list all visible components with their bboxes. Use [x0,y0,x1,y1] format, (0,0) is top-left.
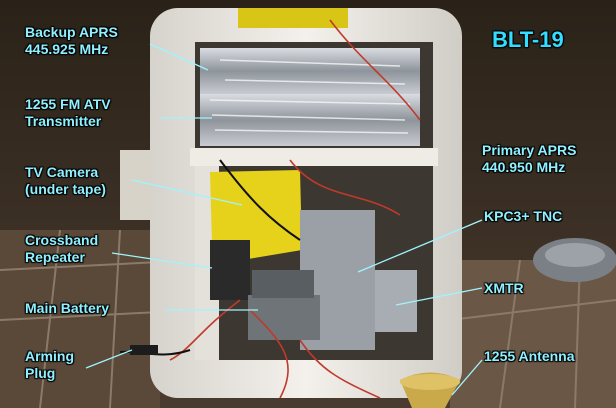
label-kpc3-tnc: KPC3+ TNC [484,208,563,224]
label-crossband-repeater: Crossband Repeater [25,232,99,265]
foam-shelf [190,148,438,166]
crossband-repeater-box [210,240,250,300]
label-primary-aprs: Primary APRS 440.950 MHz [482,142,577,175]
label-arming-plug: Arming Plug [25,348,74,381]
label-main-battery: Main Battery [25,300,110,316]
arming-plug [130,345,158,355]
leader-tv-camera [131,179,243,206]
leader-tnc [357,219,483,273]
main-battery-pack [248,295,320,340]
label-1255-antenna: 1255 Antenna [484,348,575,364]
antenna-rim [400,374,460,390]
pot-right-inner [545,243,605,267]
leader-backup-aprs [149,43,209,71]
foil-aprs-unit [200,48,420,94]
yellow-tape-camera [210,170,302,262]
label-atv-transmitter: 1255 FM ATV Transmitter [25,96,111,129]
yellow-tape-top [238,8,348,28]
label-tv-camera: TV Camera (under tape) [25,164,106,197]
leader-antenna [451,359,483,396]
payload-title: BLT-19 [492,27,564,52]
tile-grout-lines [0,229,616,408]
leader-arming-plug [85,349,133,369]
annotation-leaders [85,43,483,396]
wire-bundle [169,19,421,399]
xmtr-module [375,270,417,332]
foil-crinkles [209,59,411,134]
leader-crossband [111,252,213,269]
leader-xmtr [395,287,483,306]
label-backup-aprs: Backup APRS 445.925 MHz [25,24,118,57]
battery-top [252,270,314,298]
label-xmtr: XMTR [484,280,524,296]
tile-floor-right [450,260,616,408]
